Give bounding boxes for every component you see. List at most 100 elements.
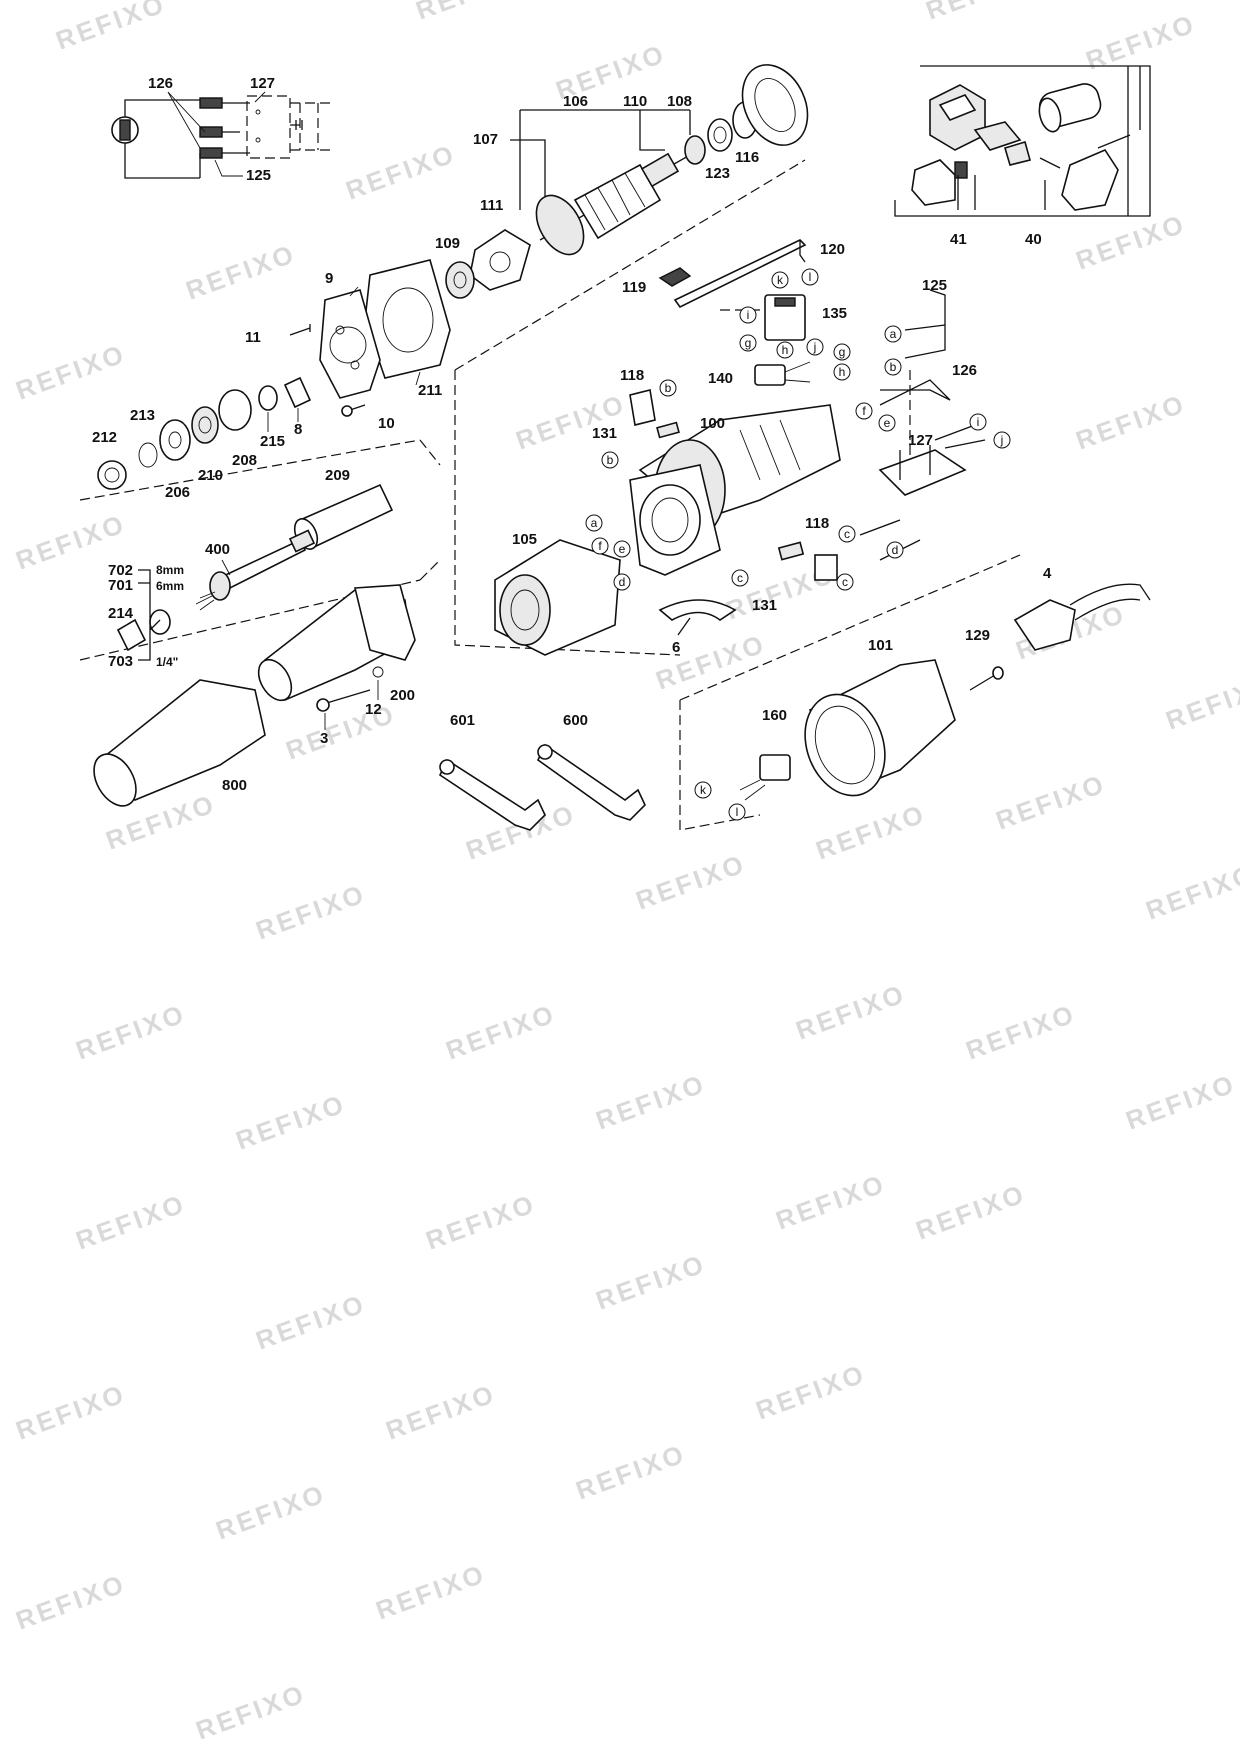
label-108: 108 bbox=[667, 93, 692, 110]
label-127-schematic: 127 bbox=[250, 75, 275, 92]
watermark-text: REFIXO bbox=[792, 978, 910, 1045]
wire-letter-g2: g bbox=[839, 345, 846, 359]
wire-letter-circle bbox=[585, 514, 603, 532]
watermark-text: REFIXO bbox=[232, 1088, 350, 1155]
wire-letter-circle bbox=[833, 343, 851, 361]
watermark-text: REFIXO bbox=[342, 138, 460, 205]
armature-group: 106 110 108 107 116 123 111 109 bbox=[435, 64, 809, 299]
watermark-text: REFIXO bbox=[812, 798, 930, 865]
label-212: 212 bbox=[92, 429, 117, 446]
wire-letter-circle bbox=[728, 803, 746, 821]
watermark-text: REFIXO bbox=[72, 998, 190, 1065]
handle-group: 101 129 4 160 bbox=[679, 554, 1151, 831]
label-4: 4 bbox=[1043, 565, 1052, 582]
watermark-text: REFIXO bbox=[1072, 388, 1190, 455]
watermark-text: REFIXO bbox=[1162, 668, 1240, 735]
wire-letter-circle bbox=[613, 540, 631, 558]
wire-letter-circle bbox=[806, 338, 824, 356]
label-120: 120 bbox=[820, 241, 845, 258]
label-160: 160 bbox=[762, 707, 787, 724]
label-106: 106 bbox=[563, 93, 588, 110]
flange-group: 9 11 211 10 8 215 bbox=[245, 259, 451, 450]
wire-letter-circle bbox=[739, 334, 757, 352]
label-702: 702 bbox=[108, 562, 133, 579]
label-131-top: 131 bbox=[592, 425, 617, 442]
wire-letter-d1: d bbox=[619, 575, 626, 589]
label-6: 6 bbox=[672, 639, 680, 656]
watermark-text: REFIXO bbox=[752, 1358, 870, 1425]
watermark-text: REFIXO bbox=[192, 1678, 310, 1745]
label-200: 200 bbox=[390, 687, 415, 704]
wire-letter-circle bbox=[601, 451, 619, 469]
watermark-text: REFIXO bbox=[992, 768, 1110, 835]
label-101: 101 bbox=[868, 637, 893, 654]
watermark-text: REFIXO bbox=[592, 1068, 710, 1135]
label-109: 109 bbox=[435, 235, 460, 252]
label-105: 105 bbox=[512, 531, 537, 548]
wire-letter-b1: b bbox=[665, 381, 672, 395]
wire-letter-circle bbox=[591, 537, 609, 555]
watermark-text: REFIXO bbox=[412, 0, 530, 26]
wire-letter-b3: b bbox=[890, 360, 897, 374]
wire-letter-g1: g bbox=[745, 336, 752, 350]
wire-letter-l2: l bbox=[736, 805, 739, 819]
spindle-group: 208 210 206 213 212 209 400 702 8mm 701 … bbox=[79, 389, 441, 807]
label-131-bottom: 131 bbox=[752, 597, 777, 614]
label-209: 209 bbox=[325, 467, 350, 484]
label-8: 8 bbox=[294, 421, 302, 438]
watermark-text: REFIXO bbox=[12, 338, 130, 405]
wire-letter-k2: k bbox=[700, 783, 707, 797]
wire-letter-e2: e bbox=[884, 416, 891, 430]
watermark-text: REFIXO bbox=[962, 998, 1080, 1065]
watermark-text: REFIXO bbox=[382, 1378, 500, 1445]
watermark-text: REFIXO bbox=[1122, 1068, 1240, 1135]
wire-letter-d2: d bbox=[892, 543, 899, 557]
label-111: 111 bbox=[480, 197, 503, 214]
label-210: 210 bbox=[198, 467, 223, 484]
watermark-text: REFIXO bbox=[632, 848, 750, 915]
watermark-text: REFIXO bbox=[282, 698, 400, 765]
wire-letter-circle bbox=[884, 358, 902, 376]
wire-letter-c2: c bbox=[842, 575, 848, 589]
label-123: 123 bbox=[705, 165, 730, 182]
watermark-text: REFIXO bbox=[442, 998, 560, 1065]
watermark-text: REFIXO bbox=[182, 238, 300, 305]
circuit-schematic: 126 127 125 bbox=[111, 75, 335, 184]
size-quarter-inch: 1/4" bbox=[156, 655, 178, 669]
wire-letter-k1: k bbox=[777, 273, 784, 287]
label-211: 211 bbox=[418, 382, 442, 399]
label-12: 12 bbox=[365, 701, 382, 718]
wire-letter-j1: j bbox=[813, 340, 817, 354]
wire-letter-i1: i bbox=[747, 308, 750, 322]
watermark-text: REFIXO bbox=[12, 1378, 130, 1445]
label-208: 208 bbox=[232, 452, 257, 469]
label-703: 703 bbox=[108, 653, 133, 670]
wire-letter-f1: f bbox=[598, 539, 602, 553]
watermark-text: REFIXO bbox=[652, 628, 770, 695]
wire-letter-circle bbox=[833, 363, 851, 381]
label-10: 10 bbox=[378, 415, 395, 432]
watermark-text: REFIXO bbox=[212, 1478, 330, 1545]
wire-letter-circle bbox=[801, 268, 819, 286]
watermark-text: REFIXO bbox=[922, 0, 1040, 26]
watermark-layer: REFIXO REFIXO REFIXO REFIXO REFIXO REFIXO REFI… bbox=[12, 0, 1240, 1746]
wire-letter-circle bbox=[659, 379, 677, 397]
wire-letter-h1: h bbox=[782, 343, 789, 357]
wire-letter-circle bbox=[771, 271, 789, 289]
label-9: 9 bbox=[325, 270, 333, 287]
label-126-schematic: 126 bbox=[148, 75, 173, 92]
label-215: 215 bbox=[260, 433, 285, 450]
wire-letter-b2: b bbox=[607, 453, 614, 467]
label-107: 107 bbox=[473, 131, 498, 148]
wire-letter-h2: h bbox=[839, 365, 846, 379]
wire-letter-a2: a bbox=[890, 327, 897, 341]
label-701: 701 bbox=[108, 577, 133, 594]
watermark-text: REFIXO bbox=[512, 388, 630, 455]
watermark-text: REFIXO bbox=[252, 878, 370, 945]
wire-letter-c1: c bbox=[737, 571, 743, 585]
wrenches-group: 601 600 bbox=[438, 712, 646, 831]
label-140: 140 bbox=[708, 370, 733, 387]
inset-panel-switch-assembly: 41 40 bbox=[894, 65, 1151, 248]
